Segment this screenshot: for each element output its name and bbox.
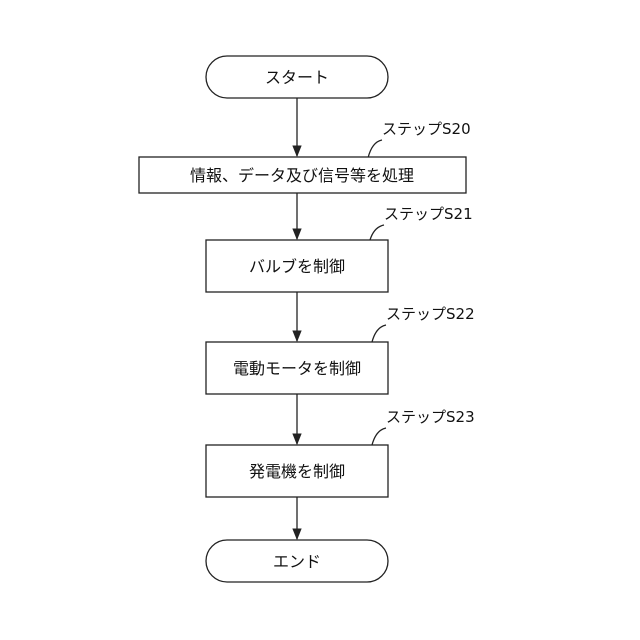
step-s22-text: 電動モータを制御 xyxy=(233,359,361,378)
step-s20-leader-line xyxy=(368,140,382,158)
step-s23-text: 発電機を制御 xyxy=(249,462,345,481)
step-s22-label: ステップS22 xyxy=(386,305,475,323)
step-s21-text: バルブを制御 xyxy=(249,257,345,276)
step-s22-leader-line xyxy=(372,325,386,342)
step-s20-text: 情報、データ及び信号等を処理 xyxy=(190,166,414,185)
step-s23: ステップS23 発電機を制御 xyxy=(206,408,475,497)
step-s20: ステップS20 情報、データ及び信号等を処理 xyxy=(139,120,471,193)
step-s22: ステップS22 電動モータを制御 xyxy=(206,305,475,394)
start-terminal: スタート xyxy=(206,56,388,98)
end-label: エンド xyxy=(273,552,321,571)
start-label: スタート xyxy=(265,68,329,87)
step-s23-leader-line xyxy=(372,428,386,445)
step-s20-label: ステップS20 xyxy=(382,120,471,138)
step-s21: ステップS21 バルブを制御 xyxy=(206,205,473,292)
step-s21-label: ステップS21 xyxy=(384,205,473,223)
end-terminal: エンド xyxy=(206,540,388,582)
step-s21-leader-line xyxy=(370,225,384,240)
step-s23-label: ステップS23 xyxy=(386,408,475,426)
